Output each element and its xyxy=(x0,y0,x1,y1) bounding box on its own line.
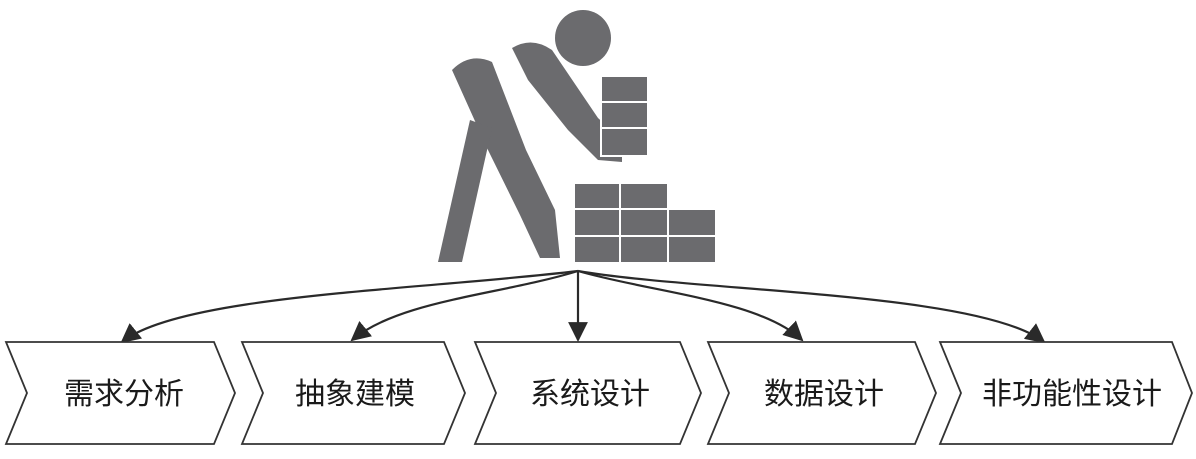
step-4: 数据设计 xyxy=(706,341,937,445)
step-2: 抽象建模 xyxy=(240,341,466,445)
arrow-to-step-2 xyxy=(350,269,579,342)
worker-torso xyxy=(512,42,622,162)
step-4-chevron xyxy=(706,341,937,445)
carried-bricks xyxy=(600,75,649,157)
step-3-chevron xyxy=(473,341,702,445)
arrows xyxy=(120,269,1046,344)
step-5: 非功能性设计 xyxy=(938,341,1193,445)
step-3-label: 系统设计 xyxy=(530,377,650,412)
step-5-label: 非功能性设计 xyxy=(982,377,1162,412)
arrow-to-step-1 xyxy=(120,269,579,344)
worker-carrying-bricks-icon xyxy=(438,10,717,264)
brick-pile xyxy=(573,182,717,264)
step-1-chevron xyxy=(4,341,236,445)
worker-head xyxy=(555,10,611,66)
step-1-label: 需求分析 xyxy=(64,377,184,412)
step-5-chevron xyxy=(938,341,1193,445)
step-2-chevron xyxy=(240,341,466,445)
step-1: 需求分析 xyxy=(4,341,236,445)
step-4-label: 数据设计 xyxy=(764,377,884,412)
arrow-to-step-4 xyxy=(577,269,804,342)
step-2-label: 抽象建模 xyxy=(295,377,415,412)
step-3: 系统设计 xyxy=(473,341,702,445)
step-chevrons: 需求分析 抽象建模 系统设计 数据设计 非功能性设计 xyxy=(4,341,1193,445)
worker-leg xyxy=(438,120,492,262)
arrow-to-step-5 xyxy=(577,269,1046,344)
worker-back xyxy=(452,58,560,258)
